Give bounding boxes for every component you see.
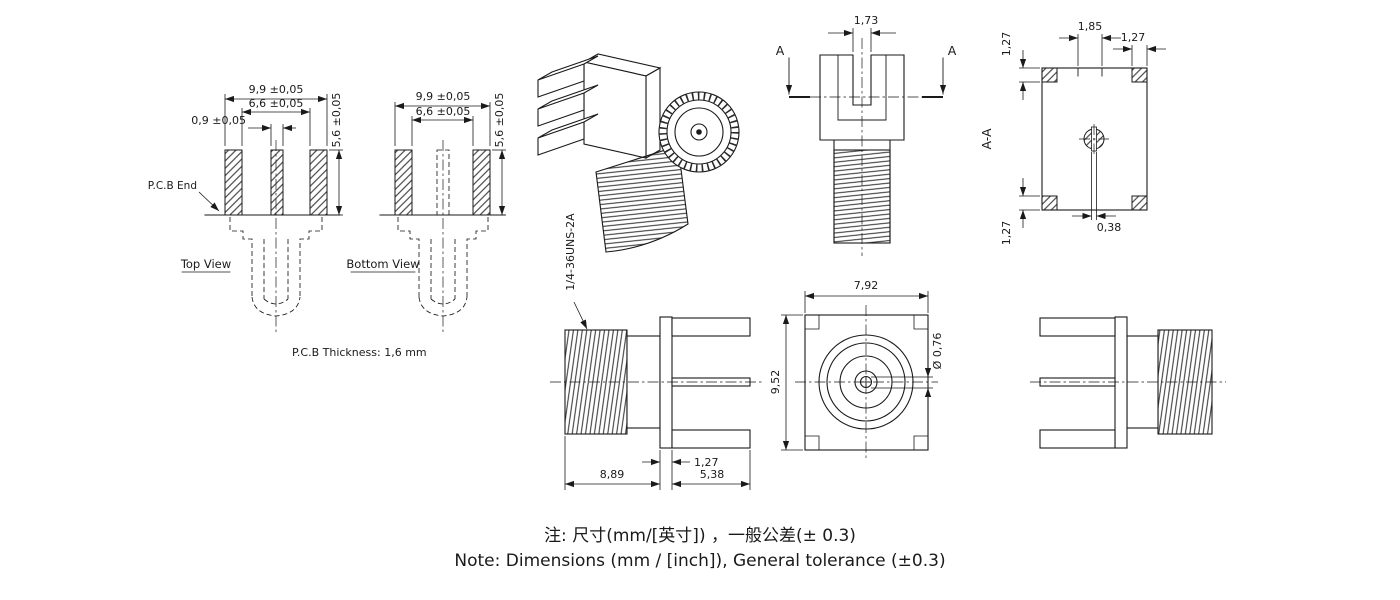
section-arrow-label-right: A (948, 43, 957, 58)
section-view-label: A-A (979, 128, 994, 150)
dim-center-slot: 1,85 (1059, 20, 1121, 66)
thread-spec-label: 1/4-36UNS-2A (564, 213, 577, 291)
leg-bottom (1039, 429, 1116, 449)
leg-bottom (671, 429, 751, 449)
dim-leg-length: 5,38 (672, 450, 751, 490)
flange-front-face (583, 61, 647, 159)
pcb-top-view: 9,9 ±0,05 6,6 ±0,05 0,9 ±0,05 5,6 ±0,05 … (180, 83, 343, 333)
corner-leg-marks (804, 314, 929, 451)
dim-label-pad-inner: 6,6 ±0,05 (416, 105, 471, 118)
dim-pin-dia: Ø 0,76 (871, 333, 944, 408)
dim-leg-height-bottom: 1,27 (1000, 178, 1040, 245)
note-line-en: Note: Dimensions (mm / [inch]), General … (454, 551, 945, 571)
front-view: 1,73 A A (776, 14, 957, 256)
thread-spec-leader (573, 301, 588, 330)
dim-label-leg-width: 1,27 (1121, 31, 1146, 44)
dim-pad-inner: 6,6 ±0,05 (241, 97, 311, 146)
dim-label-pin-dia: Ø 0,76 (931, 333, 944, 370)
dim-body-length: 8,89 (564, 436, 660, 490)
dim-label-leg-height-bottom: 1,27 (1000, 221, 1013, 246)
dim-label-height: 9,52 (769, 370, 782, 395)
top-view-label: Top View (180, 257, 231, 271)
dim-pad-length: 5,6 ±0,05 (329, 93, 343, 216)
knurl-ring (659, 92, 739, 172)
dim-leg-width: 1,27 (1113, 31, 1166, 66)
dim-label-pad-span: 9,9 ±0,05 (416, 90, 471, 103)
pcb-bottom-view: 9,9 ±0,05 6,6 ±0,05 5,6 ±0,05 Bottom Vie… (346, 90, 506, 333)
section-cut-indicator: A A (776, 43, 957, 98)
pad-left (224, 149, 243, 216)
isometric-view (537, 53, 740, 253)
pcb-thickness-note: P.C.B Thickness: 1,6 mm (292, 346, 427, 359)
pad-right (472, 149, 491, 216)
dim-label-pad-length: 5,6 ±0,05 (493, 93, 506, 148)
dim-pad-span: 9,9 ±0,05 (224, 83, 328, 146)
note-line-cn: 注: 尺寸(mm/[英寸]) ，一般公差(± 0.3) (544, 526, 856, 546)
pcb-end-label: P.C.B End (148, 180, 197, 192)
cut-leg-bottom-left (1041, 195, 1058, 211)
dim-slot-width: 1,73 (828, 14, 896, 52)
flange-side-face (645, 67, 661, 159)
dim-label-flange-thickness: 1,27 (694, 456, 719, 469)
center-pin (696, 129, 702, 135)
flange (659, 316, 673, 449)
pcb-end-leader (198, 191, 220, 212)
face-view: 7,92 9,52 Ø 0,76 (769, 279, 944, 458)
dim-label-center-slot: 1,85 (1078, 20, 1103, 33)
leg-top (671, 317, 751, 337)
cut-leg-top-left (1041, 67, 1058, 83)
pad-right (309, 149, 328, 216)
dim-label-leg-length: 5,38 (700, 468, 725, 481)
leg-top (1039, 317, 1116, 337)
pad-center (270, 149, 284, 216)
dim-label-width: 7,92 (854, 279, 879, 292)
section-arrow-label-left: A (776, 43, 785, 58)
dim-center-pad: 0,9 ±0,05 (191, 114, 296, 146)
dim-label-body-length: 8,89 (600, 468, 625, 481)
side-view-right (1030, 316, 1226, 449)
dim-label-leg-height-top: 1,27 (1000, 32, 1013, 57)
thread-region (1157, 329, 1213, 435)
leg-2 (537, 84, 599, 127)
bottom-view-label: Bottom View (346, 257, 419, 271)
dim-pad-inner: 6,6 ±0,05 (411, 105, 474, 146)
cut-leg-bottom-right (1131, 195, 1148, 211)
dim-pad-span: 9,9 ±0,05 (394, 90, 491, 146)
dim-label-slot-width: 1,73 (854, 14, 879, 27)
dim-pad-length: 5,6 ±0,05 (492, 93, 506, 216)
dim-width: 7,92 (804, 279, 929, 313)
drawing-notes: 注: 尺寸(mm/[英寸]) ，一般公差(± 0.3) Note: Dimens… (454, 526, 945, 571)
section-aa-view: A-A 1,27 1,85 1,27 1,27 (979, 20, 1166, 245)
cut-leg-top-right (1131, 67, 1148, 83)
dim-label-center-pad: 0,9 ±0,05 (191, 114, 246, 127)
flange (1114, 316, 1128, 449)
dim-pin-slot: 0,38 (1072, 152, 1121, 234)
side-view-left: 1/4-36UNS-2A 1,27 8,89 5,38 (550, 213, 764, 490)
threaded-barrel (595, 145, 689, 253)
dim-leg-height-top: 1,27 (1000, 32, 1040, 100)
pcb-annotations: P.C.B End P.C.B Thickness: 1,6 mm (148, 180, 427, 359)
dim-label-pad-span: 9,9 ±0,05 (249, 83, 304, 96)
dim-label-pin-slot: 0,38 (1097, 221, 1122, 234)
leg-1 (537, 55, 599, 98)
dim-label-pad-length: 5,6 ±0,05 (330, 93, 343, 148)
dim-height: 9,52 (769, 314, 803, 451)
dim-label-pad-inner: 6,6 ±0,05 (249, 97, 304, 110)
pad-left (394, 149, 413, 216)
leg-3 (537, 113, 599, 156)
